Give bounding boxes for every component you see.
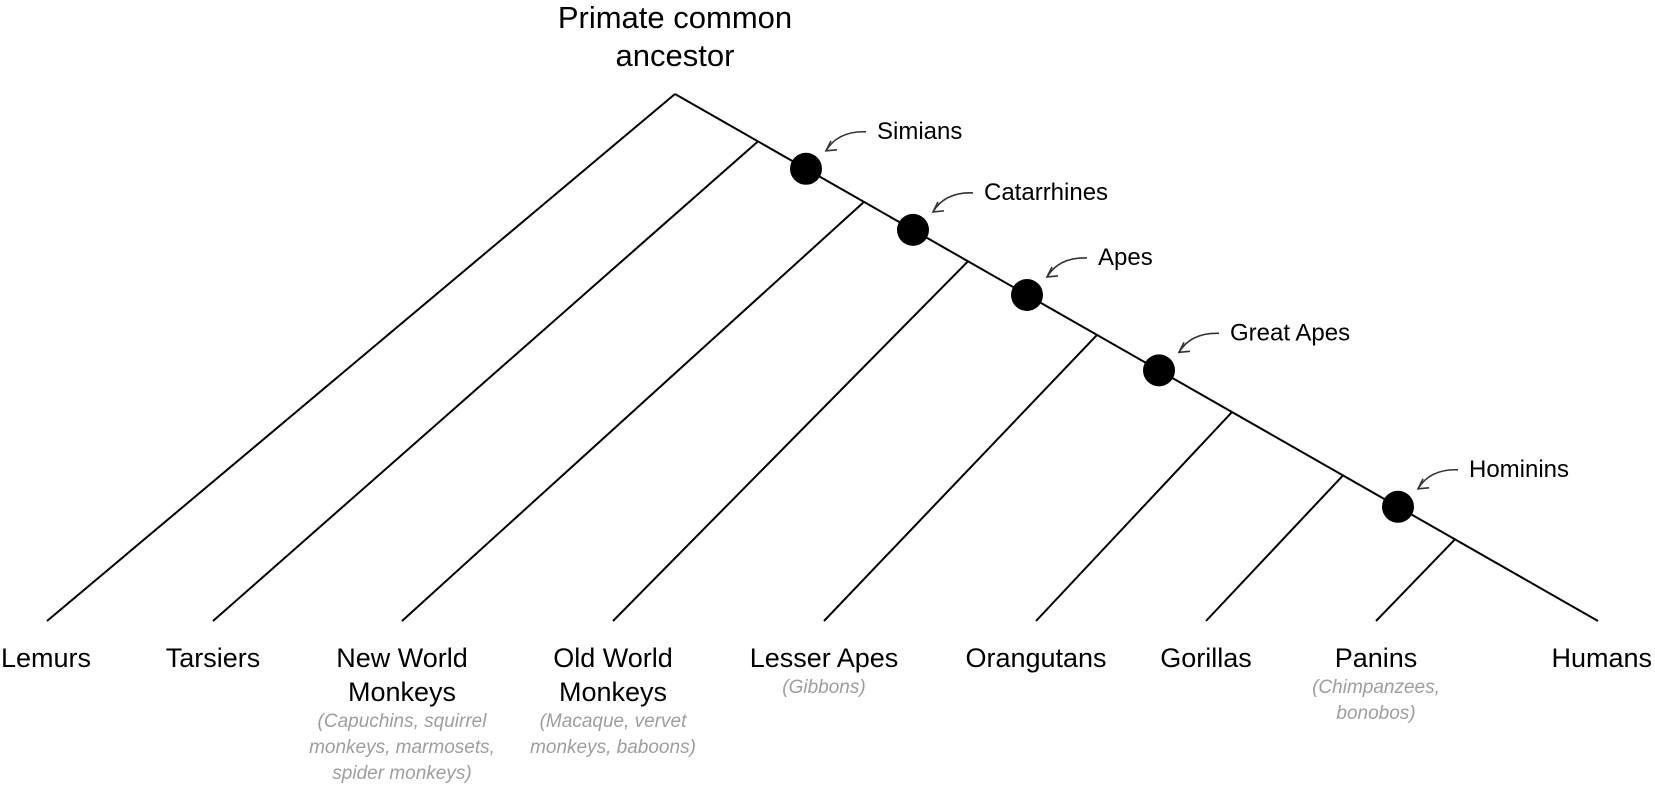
- branch-gorillas: [1205, 474, 1344, 622]
- node-hominins: [1382, 490, 1414, 523]
- taxon-label-lemurs: Lemurs: [1, 643, 91, 673]
- taxon-label-new-world-monkeys: New World: [336, 643, 468, 673]
- taxon-label-humans: Humans: [1551, 643, 1652, 673]
- arrowhead-hominins: [1416, 478, 1430, 490]
- root-label-line: Primate common: [558, 0, 792, 35]
- arrowhead-great-apes: [1177, 341, 1191, 354]
- taxon-label-gorillas: Gorillas: [1160, 643, 1252, 673]
- taxon-label-old-world-monkeys: Old World: [553, 643, 673, 673]
- taxon-note-new-world-monkeys: (Capuchins, squirrel: [318, 711, 488, 732]
- branch-tarsiers: [212, 140, 759, 622]
- taxon-note-old-world-monkeys: monkeys, baboons): [530, 737, 696, 758]
- branch-panins: [1375, 538, 1456, 622]
- arrow-apes: [1046, 257, 1088, 278]
- taxon-note-old-world-monkeys: (Macaque, vervet: [540, 711, 688, 732]
- node-simians: [790, 152, 822, 185]
- taxon-note-new-world-monkeys: monkeys, marmosets,: [309, 737, 495, 758]
- arrowhead-catarrhines: [931, 201, 945, 213]
- taxon-note-panins: bonobos): [1336, 703, 1415, 724]
- arrow-simians: [825, 130, 867, 152]
- main-spine-branch: [674, 93, 1599, 622]
- node-catarrhines: [897, 213, 929, 246]
- taxon-note-new-world-monkeys: spider monkeys): [332, 763, 471, 784]
- taxon-label-old-world-monkeys: Monkeys: [559, 677, 667, 707]
- taxon-note-lesser-apes: (Gibbons): [782, 677, 865, 698]
- clade-label-great-apes: Great Apes: [1230, 319, 1350, 346]
- branch-new-world-monkeys: [401, 201, 865, 622]
- arrow-catarrhines: [932, 192, 974, 213]
- clade-label-catarrhines: Catarrhines: [984, 179, 1108, 206]
- taxon-label-orangutans: Orangutans: [965, 643, 1106, 673]
- clade-label-simians: Simians: [877, 118, 962, 145]
- branch-lemurs: [46, 93, 676, 622]
- branch-orangutans: [1035, 411, 1233, 622]
- taxon-note-panins: (Chimpanzees,: [1312, 677, 1440, 698]
- arrow-great-apes: [1178, 332, 1220, 353]
- taxon-label-panins: Panins: [1335, 643, 1418, 673]
- clade-label-hominins: Hominins: [1469, 456, 1569, 483]
- branch-old-world-monkeys: [612, 260, 969, 622]
- taxon-label-tarsiers: Tarsiers: [166, 643, 261, 673]
- arrowhead-apes: [1045, 266, 1059, 278]
- arrow-hominins: [1417, 469, 1459, 490]
- node-great-apes: [1143, 354, 1175, 387]
- taxon-label-lesser-apes: Lesser Apes: [750, 643, 899, 673]
- branch-lesser-apes: [823, 334, 1098, 622]
- arrowhead-simians: [824, 140, 838, 152]
- root-label-line: ancestor: [616, 38, 735, 73]
- taxon-label-new-world-monkeys: Monkeys: [348, 677, 456, 707]
- node-apes: [1011, 278, 1043, 311]
- clade-label-apes: Apes: [1098, 244, 1153, 271]
